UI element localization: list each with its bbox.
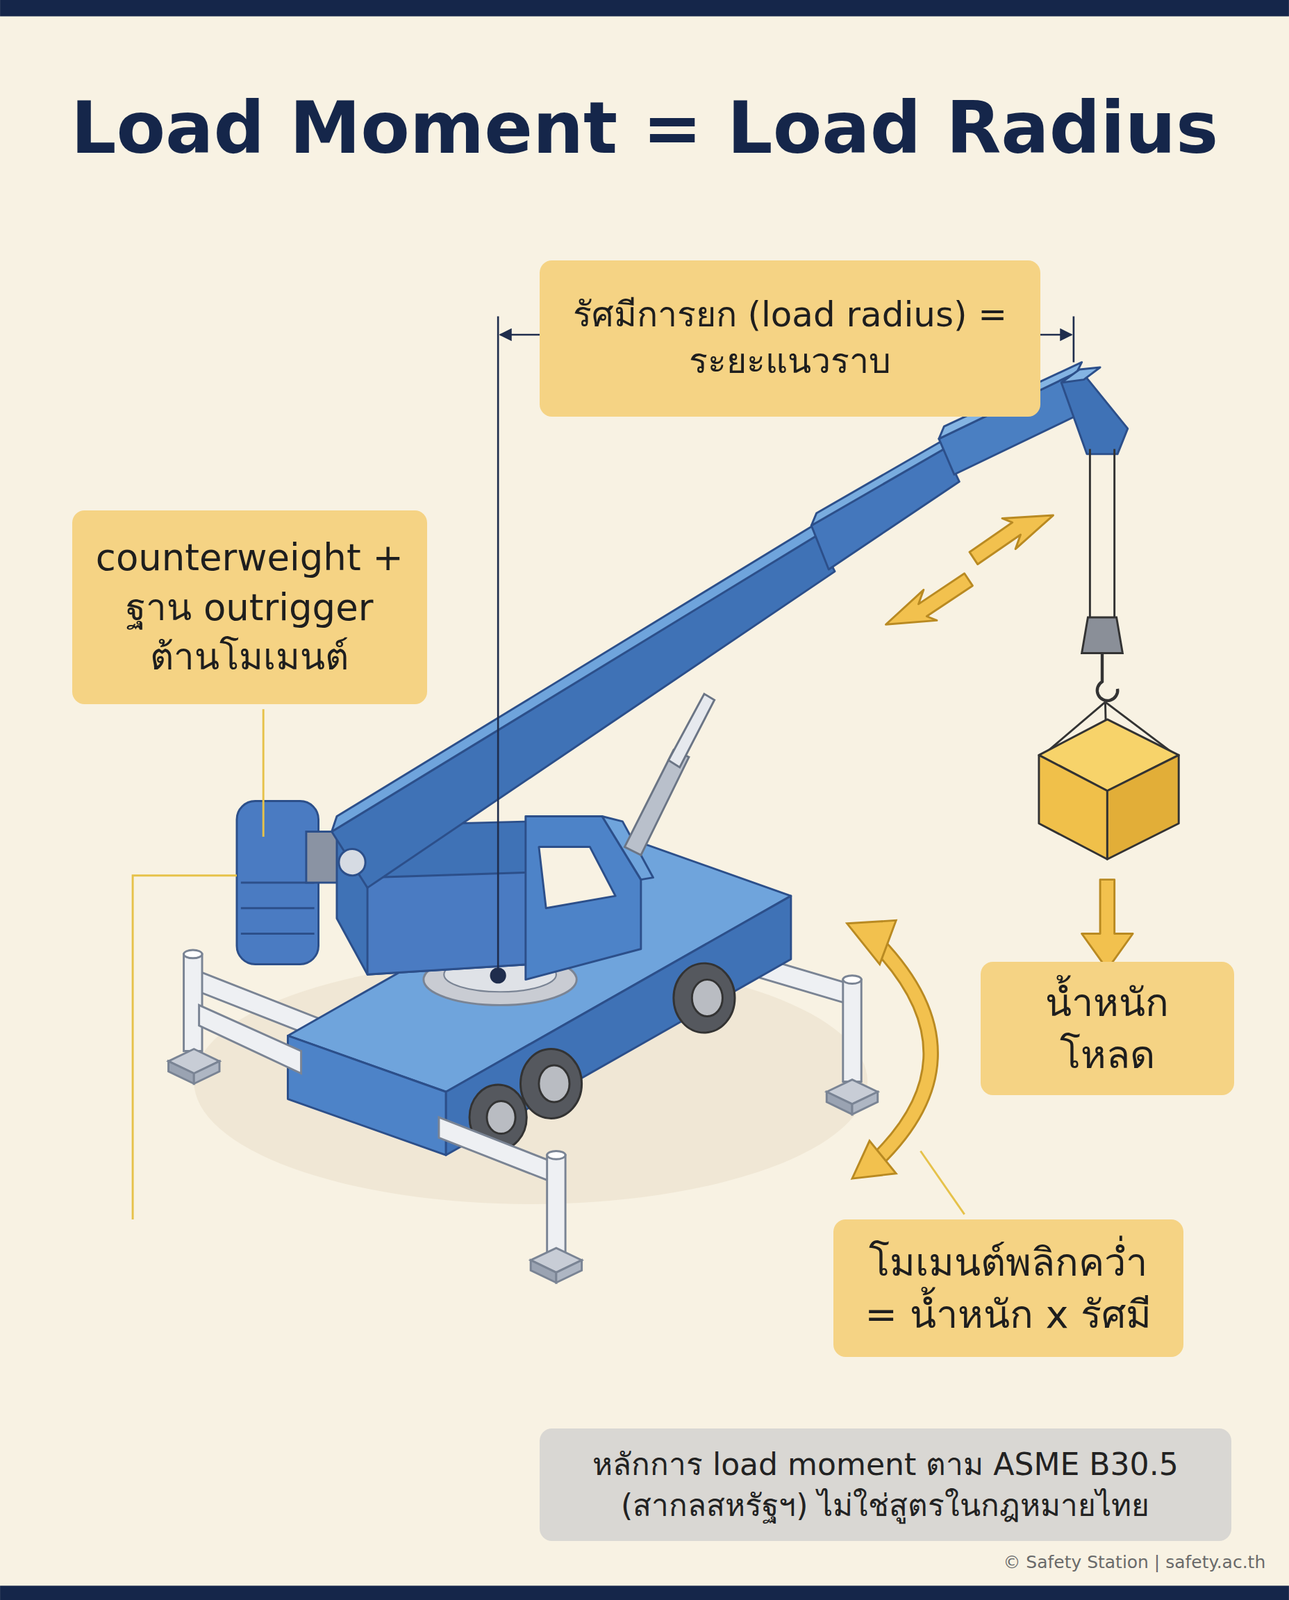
hydraulic-cylinder bbox=[624, 693, 714, 855]
overturn-arrow bbox=[847, 920, 931, 1179]
bottom-bar bbox=[0, 1585, 1289, 1600]
force-arrow bbox=[1082, 879, 1133, 970]
callout-text: โมเมนต์พลิกคว่ำ = น้ำหนัก x รัศมี bbox=[851, 1236, 1165, 1342]
moment-callout: โมเมนต์พลิกคว่ำ = น้ำหนัก x รัศมี bbox=[833, 1219, 1184, 1358]
copyright-note: © Safety Station | safety.ac.th bbox=[1002, 1552, 1266, 1573]
outrigger bbox=[199, 1004, 582, 1283]
callout-text: รัศมีการยก (load radius) = ระยะแนวราบ bbox=[557, 291, 1022, 386]
load-callout: น้ำหนักโหลด bbox=[980, 961, 1235, 1096]
telescope-arrow bbox=[886, 515, 1054, 625]
callout-text: หลักการ load moment ตาม ASME B30.5 (สากล… bbox=[557, 1443, 1213, 1527]
hook-block bbox=[1082, 617, 1124, 701]
top-bar bbox=[0, 0, 1289, 17]
load-box bbox=[1038, 719, 1179, 860]
hoist-rope bbox=[1089, 449, 1114, 623]
title: Load Moment = Load Radius bbox=[0, 86, 1289, 170]
callout-text: น้ำหนักโหลด bbox=[998, 976, 1217, 1082]
leader-line bbox=[132, 709, 965, 1220]
counterweight bbox=[236, 800, 348, 964]
counterweight-callout: counterweight + ฐาน outrigger ต้านโมเมนต… bbox=[72, 510, 428, 705]
note-box: หลักการ load moment ตาม ASME B30.5 (สากล… bbox=[539, 1428, 1232, 1542]
radius-callout: รัศมีการยก (load radius) = ระยะแนวราบ bbox=[539, 260, 1041, 417]
boom bbox=[331, 362, 1128, 889]
callout-text: counterweight + ฐาน outrigger ต้านโมเมนต… bbox=[90, 532, 409, 682]
